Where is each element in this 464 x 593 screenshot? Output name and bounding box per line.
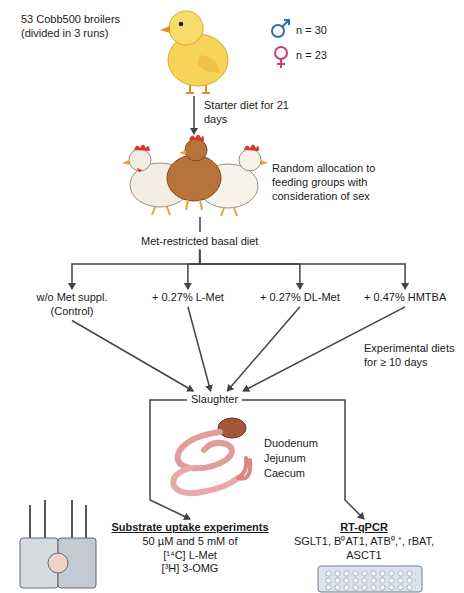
flow-arrow [72, 250, 200, 289]
diet-group: + 0.47% HMTBA [361, 290, 449, 306]
flow-arrow [150, 400, 190, 519]
ussing-chamber-illustration [20, 500, 96, 588]
chick-illustration [160, 11, 228, 93]
annotation-label: n = 23 [294, 49, 329, 63]
annotation-label: Caecum [262, 467, 307, 481]
flow-arrow [188, 250, 200, 289]
node-title: + 0.47% HMTBA [364, 291, 446, 305]
flow-line [199, 217, 201, 232]
node-title: + 0.27% DL-Met [260, 291, 340, 305]
node-title: Slaughter [191, 393, 238, 407]
diet-group: w/o Met suppl. (Control) [22, 290, 122, 320]
flow-arrow [227, 307, 300, 391]
method-block: Substrate uptake experiments50 µM and 5 … [102, 520, 278, 577]
female-symbol [275, 47, 287, 68]
node-title: Met-restricted basal diet [141, 235, 258, 249]
node-detail: 50 µM and 5 mM of [105, 535, 275, 549]
node-title: w/o Met suppl. (Control) [25, 291, 119, 319]
annotation-label: n = 30 [294, 24, 329, 38]
flow-arrow [188, 307, 211, 391]
annotation-label: Random allocation to feeding groups with… [270, 162, 402, 203]
process-step: Slaughter [188, 392, 241, 408]
chickens-illustration [122, 135, 268, 217]
annotation-label: Starter diet for 21 days [202, 99, 298, 127]
annotation-label: Experimental diets for ≥ 10 days [362, 342, 464, 370]
pcr-plate-illustration [318, 566, 422, 592]
node-detail: [¹⁴C] L-Met [105, 549, 275, 563]
flow-arrow [193, 96, 195, 134]
flow-arrow [200, 250, 405, 289]
flow-arrow [242, 400, 364, 519]
node-detail: SGLT1, B⁰AT1, ATB⁰,⁺, rBAT, ASCT1 [292, 535, 436, 563]
node-title: + 0.27% L-Met [152, 291, 224, 305]
node-title: Substrate uptake experiments [105, 521, 275, 535]
annotation-label: Duodenum [262, 437, 320, 451]
node-title: 53 Cobb500 broilers (divided in 3 runs) [21, 13, 145, 41]
node-title: RT-qPCR [292, 521, 436, 535]
node-detail: [³H] 3-OMG [105, 562, 275, 576]
diet-group: + 0.27% L-Met [149, 290, 227, 306]
cohort-text: 53 Cobb500 broilers (divided in 3 runs) [18, 12, 148, 42]
flow-arrow [200, 250, 300, 289]
male-symbol [272, 20, 289, 37]
basal-diet: Met-restricted basal diet [138, 234, 261, 250]
diet-group: + 0.27% DL-Met [257, 290, 343, 306]
intestine-illustration [173, 418, 250, 493]
flow-arrow [72, 321, 193, 392]
annotation-label: Jejunum [262, 452, 308, 466]
method-block: RT-qPCRSGLT1, B⁰AT1, ATB⁰,⁺, rBAT, ASCT1 [289, 520, 439, 563]
